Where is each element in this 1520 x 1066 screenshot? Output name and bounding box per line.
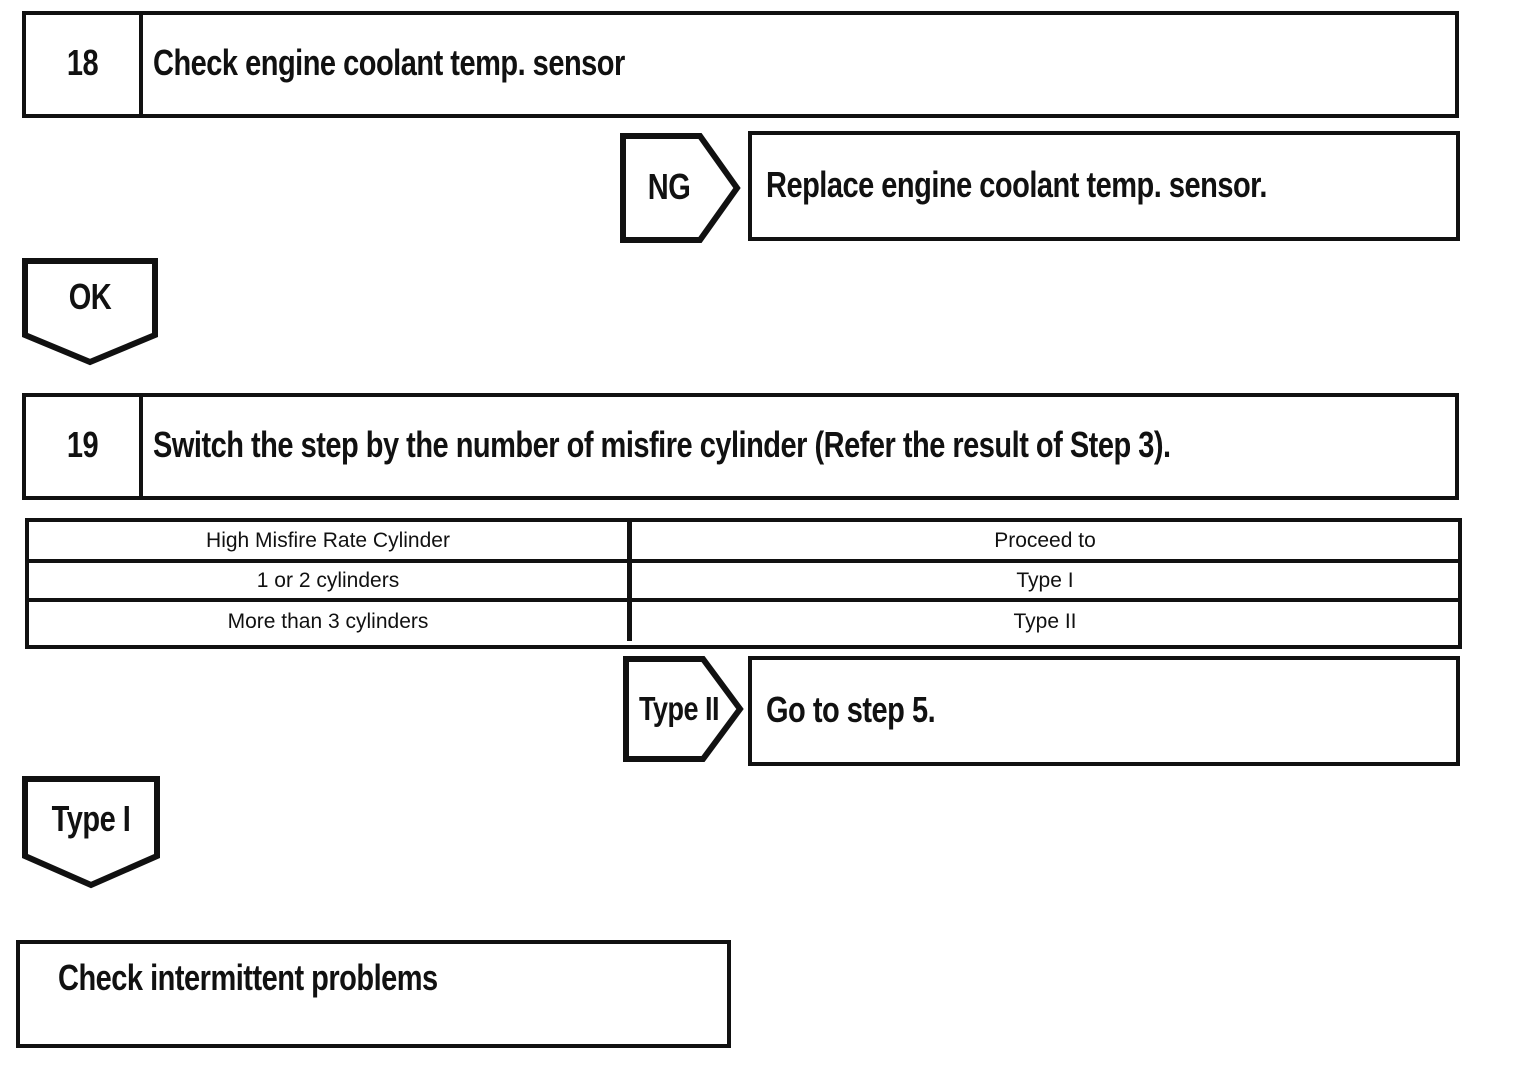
type2-connector: Type II	[623, 656, 744, 762]
step-title: Switch the step by the number of misfire…	[153, 425, 1171, 466]
table-cell: More than 3 cylinders	[29, 602, 632, 641]
step-number: 19	[66, 425, 99, 466]
flow-arrow-down-shape	[22, 258, 158, 366]
goto-step5-text: Go to step 5.	[766, 690, 936, 731]
flow-arrow-right-shape	[620, 133, 741, 243]
ok-connector: OK	[22, 258, 158, 366]
step-18-title-cell: Check engine coolant temp. sensor	[143, 15, 1455, 114]
step-19-title-cell: Switch the step by the number of misfire…	[143, 397, 1455, 496]
table-cell: Type I	[632, 563, 1458, 602]
goto-step5-box: Go to step 5.	[748, 656, 1460, 766]
table-cell: 1 or 2 cylinders	[29, 563, 632, 602]
check-intermittent-text: Check intermittent problems	[58, 958, 438, 999]
ng-connector-label: NG	[647, 167, 691, 208]
step-19-box: 19 Switch the step by the number of misf…	[22, 393, 1459, 500]
decision-table: High Misfire Rate Cylinder Proceed to 1 …	[25, 518, 1462, 649]
ok-connector-label: OK	[68, 277, 112, 318]
step-18-number-cell: 18	[26, 15, 143, 114]
flow-arrow-down-shape	[22, 776, 160, 889]
table-header-cell: High Misfire Rate Cylinder	[29, 522, 632, 563]
table-cell: Type II	[1013, 609, 1077, 633]
ng-action-box: Replace engine coolant temp. sensor.	[748, 131, 1460, 241]
type1-connector-label: Type I	[51, 799, 131, 840]
step-number: 18	[66, 43, 99, 84]
step-title: Check engine coolant temp. sensor	[153, 43, 625, 84]
type1-connector: Type I	[22, 776, 160, 889]
ng-action-text: Replace engine coolant temp. sensor.	[766, 165, 1267, 206]
type2-connector-label: Type II	[638, 689, 720, 728]
table-header-cell: Proceed to	[632, 522, 1458, 563]
step-19-number-cell: 19	[26, 397, 143, 496]
check-intermittent-box: Check intermittent problems	[16, 940, 731, 1048]
flow-arrow-right-shape	[623, 656, 744, 762]
step-18-box: 18 Check engine coolant temp. sensor	[22, 11, 1459, 118]
ng-connector: NG	[620, 133, 741, 243]
